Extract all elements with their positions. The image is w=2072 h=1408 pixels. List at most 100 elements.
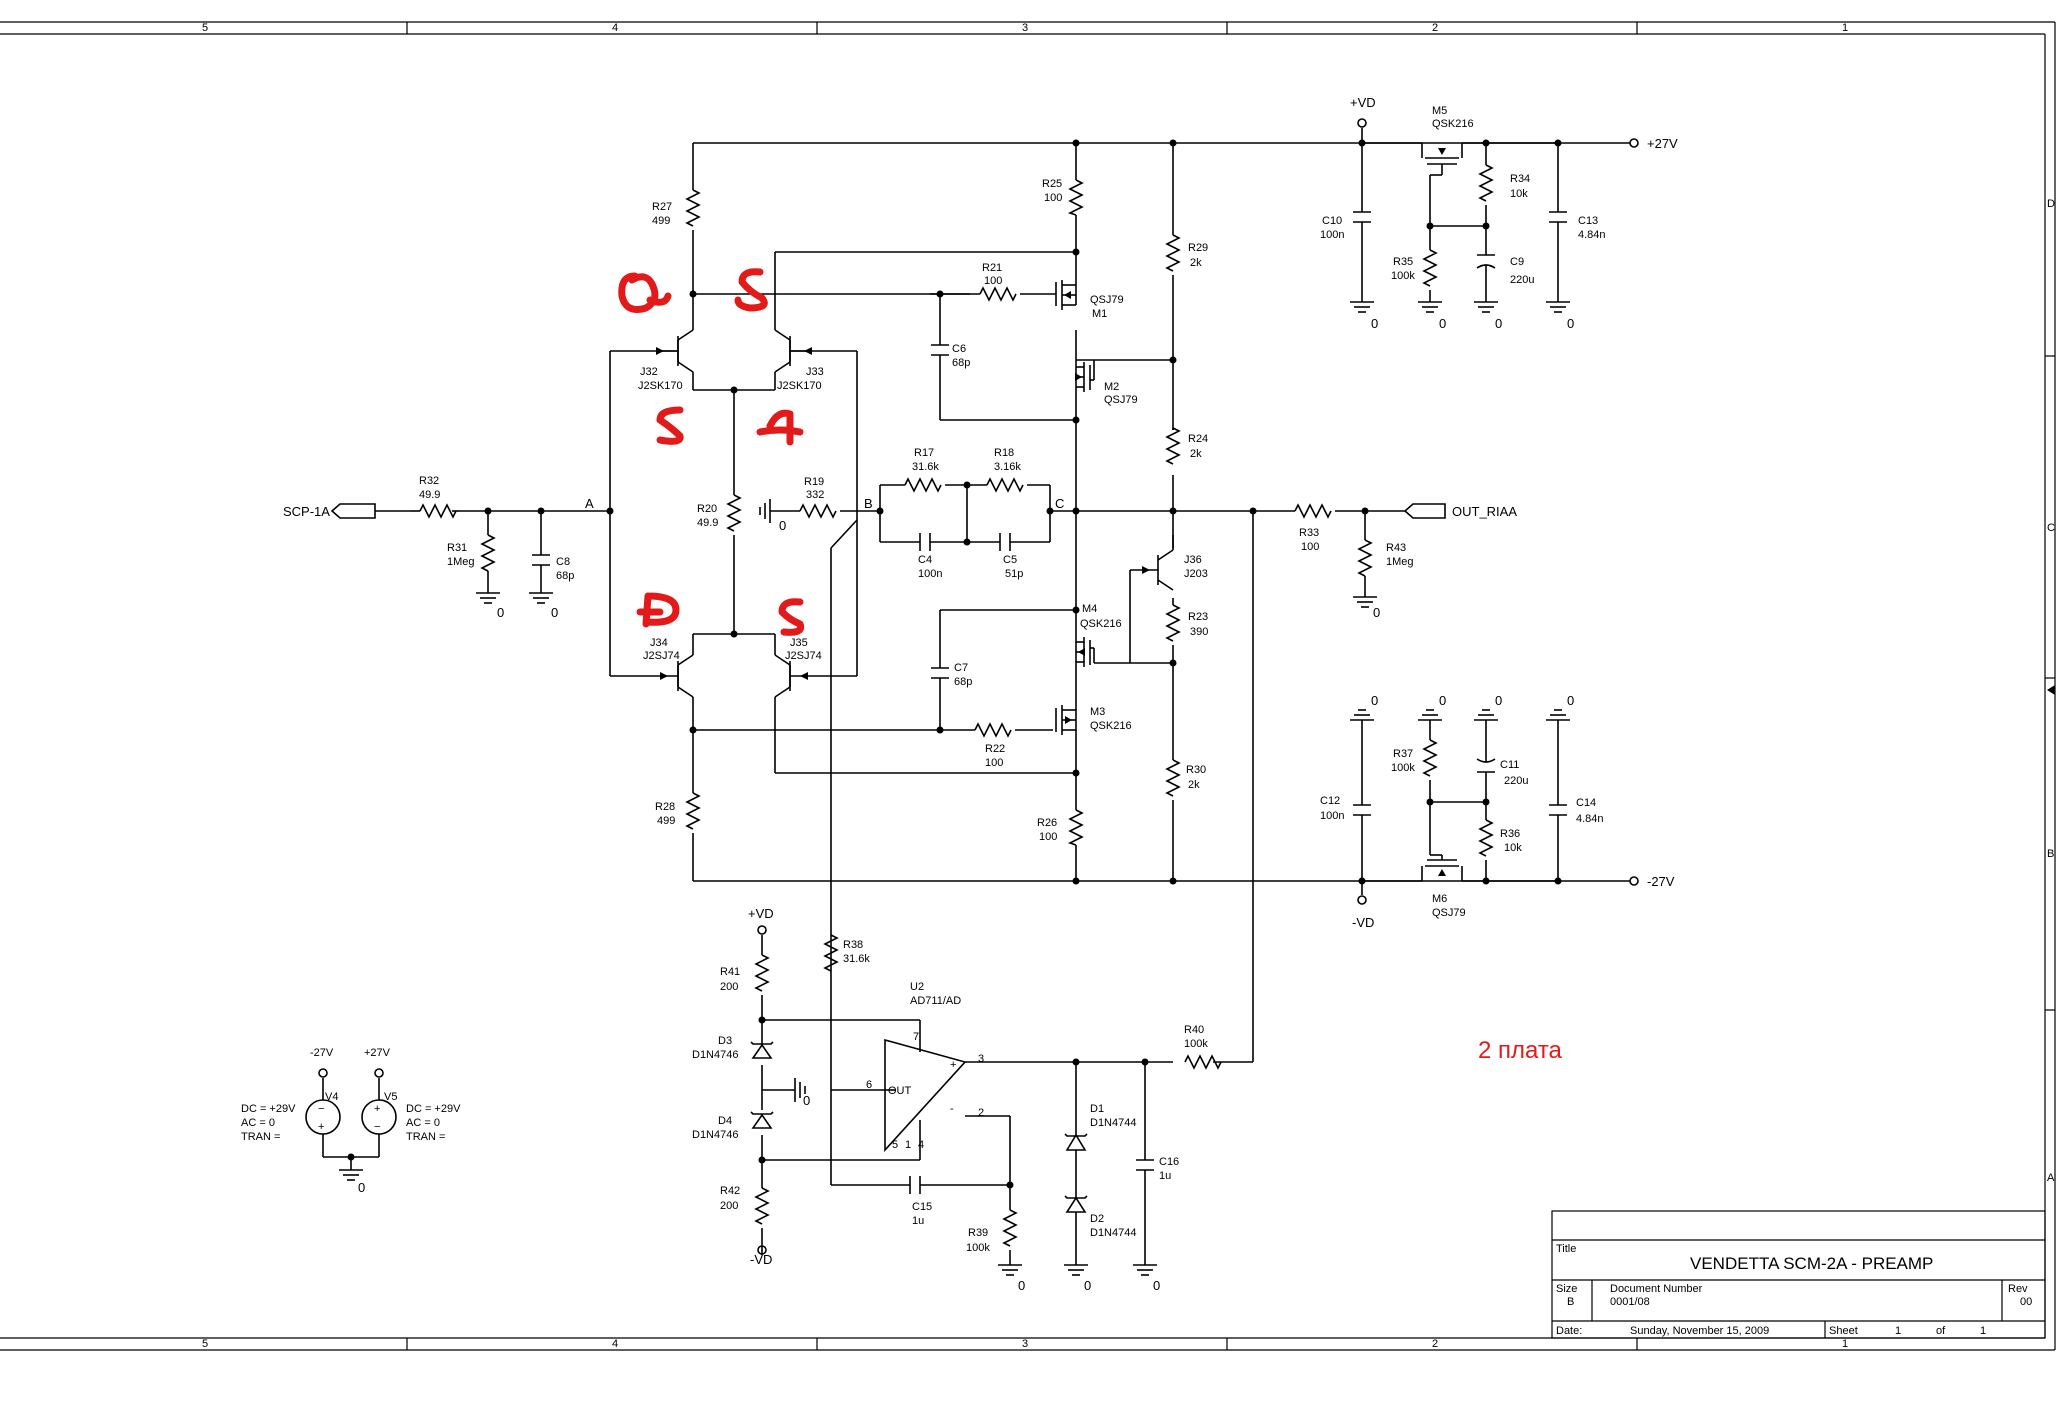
neg-rail-terminal — [1629, 876, 1639, 886]
r24-resistor — [1165, 427, 1181, 465]
handwritten-marks — [618, 268, 805, 636]
vd-pos-terminal-top — [1357, 118, 1367, 128]
v4-param-dc: DC = +29V — [241, 1103, 296, 1115]
r21-value: 100 — [984, 275, 1002, 287]
v5-source: +− — [361, 1099, 397, 1135]
d4-ref: D4 — [718, 1115, 732, 1127]
r27-ref: R27 — [652, 201, 672, 213]
ground-label-c11: 0 — [1495, 693, 1502, 708]
d1-type: D1N4744 — [1090, 1117, 1136, 1129]
neg-rail-label: -27V — [1647, 874, 1675, 889]
d4-zener — [750, 1111, 774, 1129]
ground-icon — [1418, 709, 1442, 721]
j32-type: J2SK170 — [638, 380, 683, 392]
ground-icon — [339, 1169, 363, 1181]
v4-rail-terminal — [318, 1068, 328, 1078]
u2-ref: U2 — [910, 981, 924, 993]
m2-mosfet — [1075, 362, 1094, 392]
v5-rail-terminal — [374, 1068, 384, 1078]
v4-param-ac: AC = 0 — [241, 1117, 275, 1129]
opamp-out-label: OUT — [888, 1085, 912, 1097]
m5-mosfet — [1421, 143, 1463, 175]
ground-label-d2: 0 — [1084, 1278, 1091, 1293]
c14-value: 4.84n — [1576, 813, 1604, 825]
c8-capacitor — [532, 554, 550, 566]
ground-icon — [476, 592, 500, 604]
u2-type: AD711/AD — [910, 995, 961, 1007]
c13-ref: C13 — [1578, 215, 1598, 227]
opamp-minus-label: - — [950, 1103, 954, 1115]
vd-pos-label-top: +VD — [1350, 95, 1376, 110]
node-c-label: C — [1055, 496, 1064, 511]
ground-icon — [529, 592, 553, 604]
r25-resistor — [1067, 179, 1084, 216]
r37-resistor — [1422, 739, 1438, 777]
c7-ref: C7 — [954, 662, 968, 674]
c15-capacitor — [909, 1176, 921, 1194]
hand-mark-d-top-left — [618, 272, 672, 313]
hand-mark-s-mid-left — [656, 406, 684, 445]
d3-ref: D3 — [718, 1035, 732, 1047]
ground-icon — [1353, 596, 1377, 608]
transistor-symbols — [656, 143, 1463, 881]
r39-value: 100k — [966, 1242, 990, 1254]
c9-value: 220u — [1510, 274, 1534, 286]
col-5-bottom: 5 — [202, 1338, 208, 1350]
d2-type: D1N4744 — [1090, 1227, 1136, 1239]
sheet-number: 1 — [1895, 1325, 1901, 1337]
j34-ref: J34 — [650, 637, 668, 649]
vd-neg-terminal-right — [1357, 895, 1367, 905]
c11-value: 220u — [1504, 775, 1528, 787]
column-labels-bottom: 5 4 3 2 1 — [202, 1338, 1848, 1350]
document-title: VENDETTA SCM-2A - PREAMP — [1690, 1254, 1933, 1273]
j32-ref: J32 — [640, 366, 658, 378]
rev-caption: Rev — [2008, 1283, 2028, 1295]
r42-value: 200 — [720, 1200, 738, 1212]
ground-symbols — [339, 301, 1570, 1276]
opamp-pin-5: 5 — [892, 1139, 898, 1151]
j35-ref: J35 — [790, 637, 808, 649]
m4-mosfet — [1076, 637, 1094, 667]
row-a: A — [2047, 1172, 2055, 1184]
j36-ref: J36 — [1184, 554, 1202, 566]
r38-resistor — [823, 934, 839, 972]
opamp-u2 — [884, 1038, 967, 1153]
ground-icon — [1133, 1264, 1157, 1276]
r18-value: 3.16k — [994, 461, 1021, 473]
ground-label-c13: 0 — [1567, 316, 1574, 331]
c16-value: 1u — [1159, 1170, 1171, 1182]
r34-ref: R34 — [1510, 173, 1530, 185]
ground-label-r43: 0 — [1373, 605, 1380, 620]
doc-number-caption: Document Number — [1610, 1283, 1703, 1295]
r27-resistor — [685, 189, 701, 227]
col-1-bottom: 1 — [1842, 1338, 1848, 1350]
r32-resistor — [419, 503, 457, 519]
d1-zener — [1064, 1130, 1088, 1151]
rev-value: 00 — [2020, 1296, 2032, 1308]
c5-ref: C5 — [1003, 554, 1017, 566]
r40-ref: R40 — [1184, 1024, 1204, 1036]
c10-value: 100n — [1320, 229, 1344, 241]
opamp-pin-3: 3 — [978, 1053, 984, 1065]
col-3-bottom: 3 — [1022, 1338, 1028, 1350]
v4-source: −+ — [305, 1099, 341, 1135]
j35-jfet — [789, 661, 808, 691]
r23-ref: R23 — [1188, 611, 1208, 623]
c6-ref: C6 — [952, 343, 966, 355]
sheet-of-caption: of — [1936, 1325, 1946, 1337]
j35-type: J2SJ74 — [785, 650, 822, 662]
j33-ref: J33 — [806, 366, 824, 378]
r42-resistor — [754, 1187, 770, 1225]
r29-ref: R29 — [1188, 242, 1208, 254]
r40-resistor — [1184, 1054, 1222, 1070]
m3-mosfet — [1055, 705, 1076, 735]
r41-value: 200 — [720, 981, 738, 993]
col-1-top: 1 — [1842, 22, 1848, 34]
row-d: D — [2047, 198, 2055, 210]
j34-jfet — [660, 661, 679, 691]
r17-value: 31.6k — [912, 461, 939, 473]
r25-value: 100 — [1044, 192, 1062, 204]
ground-icon — [1546, 301, 1570, 313]
r32-ref: R32 — [419, 475, 439, 487]
r23-value: 390 — [1190, 626, 1208, 638]
